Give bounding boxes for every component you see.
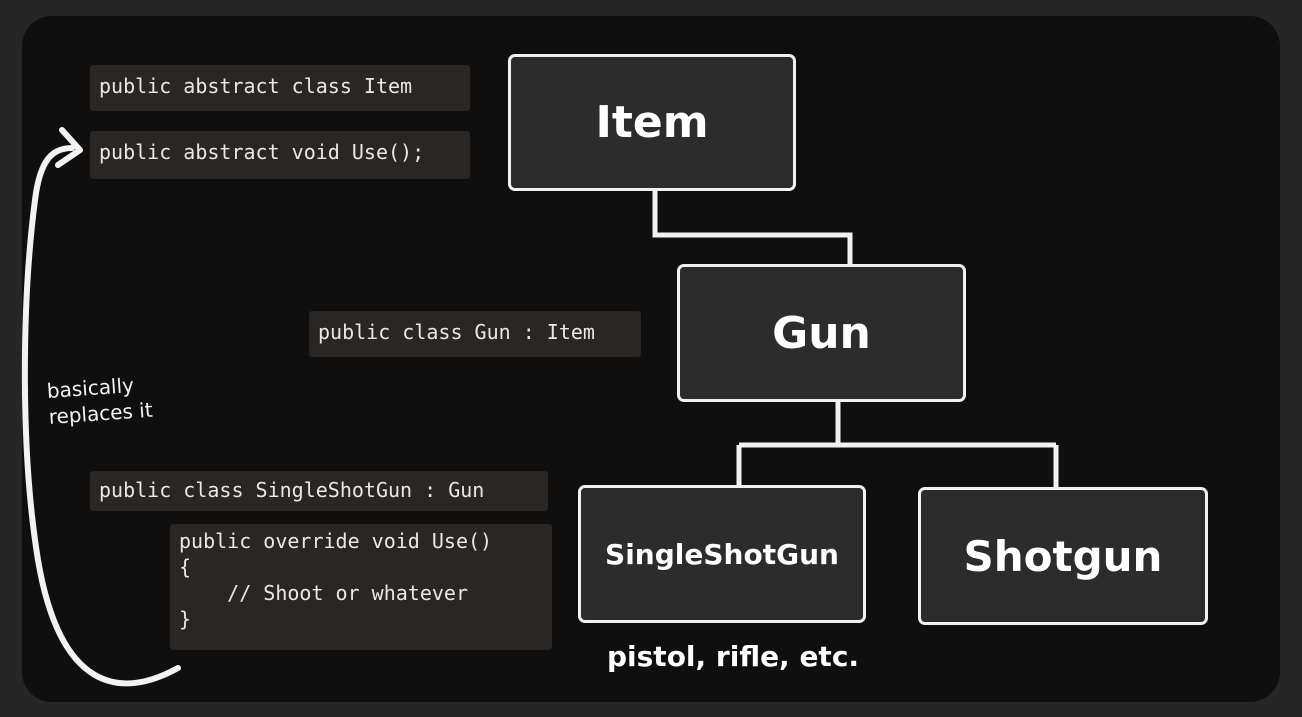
code-line: { bbox=[179, 555, 192, 579]
code-line: public override void Use() bbox=[179, 529, 493, 553]
code-singleshot-class: public class SingleShotGun : Gun bbox=[90, 471, 548, 511]
node-gun-label: Gun bbox=[772, 307, 871, 359]
node-shotgun: Shotgun bbox=[918, 487, 1208, 625]
node-item-label: Item bbox=[595, 97, 709, 148]
annotation-replaces: basically replaces it bbox=[46, 371, 153, 430]
node-shotgun-label: Shotgun bbox=[963, 531, 1163, 581]
code-item-class: public abstract class Item bbox=[90, 65, 470, 111]
code-override-method: public override void Use(){ // Shoot or … bbox=[170, 524, 552, 650]
code-gun-class: public class Gun : Item bbox=[309, 311, 641, 357]
node-item: Item bbox=[508, 54, 796, 191]
node-singleshotgun-label: SingleShotGun bbox=[605, 537, 839, 571]
code-line: } bbox=[179, 607, 192, 631]
node-gun: Gun bbox=[677, 264, 966, 402]
code-line: // Shoot or whatever bbox=[179, 581, 468, 605]
node-singleshotgun: SingleShotGun bbox=[578, 485, 866, 623]
caption-examples: pistol, rifle, etc. bbox=[607, 640, 860, 673]
code-item-method: public abstract void Use(); bbox=[90, 131, 470, 179]
